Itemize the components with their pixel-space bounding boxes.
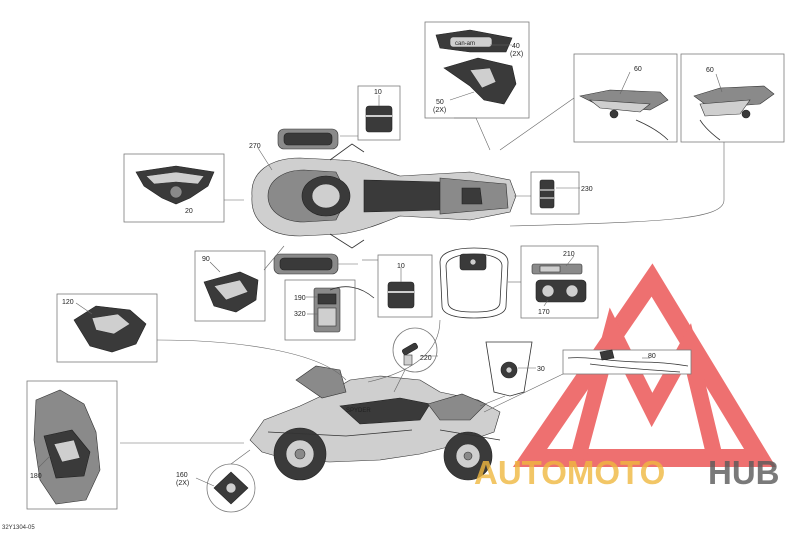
vehicle-side-view: SPYDER — [249, 365, 501, 481]
detail-box-80: 80 — [562, 349, 692, 375]
callout-50: 50 — [436, 99, 444, 106]
callout-80: 80 — [648, 353, 656, 360]
callout-30: 30 — [537, 366, 545, 373]
detail-box-230: 230 — [530, 171, 593, 215]
callout-220: 220 — [420, 355, 432, 362]
detail-box-40-50: can-am 40 (2X) 50 (2X) — [424, 21, 530, 119]
callout-90: 90 — [202, 256, 210, 263]
watermark-text: AUTOMOTO HUB — [474, 454, 780, 491]
callout-10-top: 10 — [374, 89, 382, 96]
detail-circle-220: 220 — [392, 327, 438, 373]
callout-60-right: 60 — [706, 67, 714, 74]
callout-60-left: 60 — [634, 66, 642, 73]
detail-30: 30 — [485, 341, 545, 397]
callout-40: 40 — [512, 43, 520, 50]
callout-170: 170 — [538, 309, 550, 316]
detail-box-120: 120 — [56, 293, 158, 363]
detail-box-20: 20 — [123, 153, 225, 223]
watermark-text-hub: HUB — [708, 454, 780, 491]
detail-box-180: 180 — [26, 380, 118, 510]
detail-box-90: 90 — [194, 250, 266, 322]
callout-160: 160 — [176, 472, 188, 479]
callout-210: 210 — [563, 251, 575, 258]
callout-50-qty: (2X) — [433, 107, 446, 114]
detail-circle-160: 160 (2X) — [176, 463, 256, 513]
detail-box-10-top: 10 — [357, 85, 401, 141]
callout-160-qty: (2X) — [176, 480, 189, 487]
detail-box-170-210: 210 170 — [520, 245, 599, 319]
callout-270: 270 — [249, 143, 261, 150]
key-decal-top — [277, 128, 339, 150]
detail-box-60-right: 60 — [680, 53, 785, 143]
leader-lines — [120, 97, 725, 465]
detail-box-10-lower: 10 — [377, 254, 433, 318]
callout-190: 190 — [294, 295, 306, 302]
side-brand-text: SPYDER — [346, 408, 371, 414]
mirror-frame-part — [439, 247, 509, 319]
callout-230: 230 — [581, 186, 593, 193]
detail-box-190-320: 190 320 — [284, 279, 375, 341]
detail-box-60-left: 60 — [573, 53, 678, 143]
decal-brand-text: can-am — [455, 41, 475, 47]
key-decal-bottom — [273, 253, 339, 275]
diagram-id: 32Y1304-05 — [2, 525, 35, 531]
watermark-text-automoto: AUTOMOTO — [474, 454, 665, 491]
vehicle-top-view: 270 — [249, 143, 517, 249]
callout-20: 20 — [185, 208, 193, 215]
callout-320: 320 — [294, 311, 306, 318]
callout-40-qty: (2X) — [510, 51, 523, 58]
callout-180: 180 — [30, 473, 42, 480]
callout-10-lower: 10 — [397, 263, 405, 270]
callout-120: 120 — [62, 299, 74, 306]
